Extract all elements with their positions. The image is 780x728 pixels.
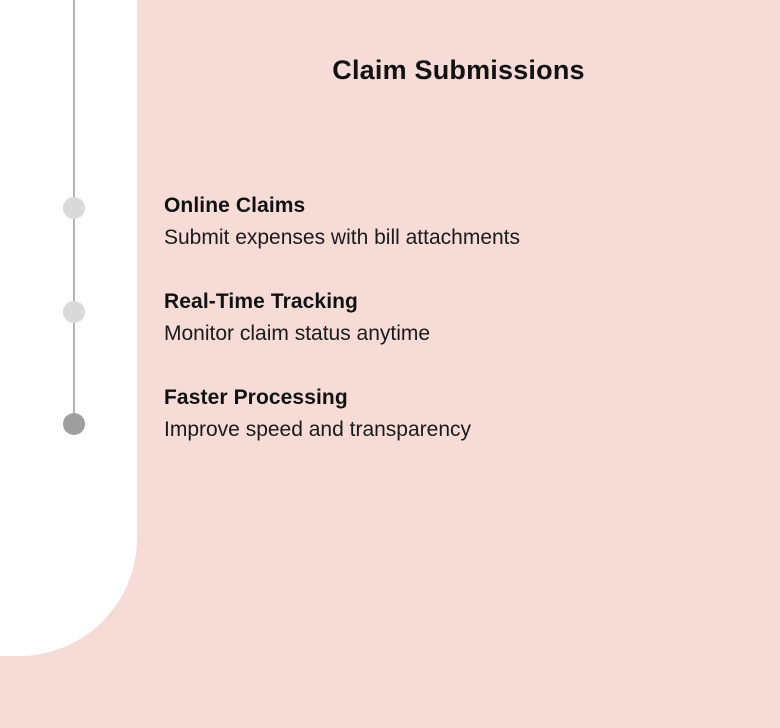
timeline-dot-faster-processing[interactable] bbox=[63, 413, 85, 435]
content-area: Claim Submissions Online Claims Submit e… bbox=[137, 0, 780, 728]
page-title: Claim Submissions bbox=[332, 55, 585, 85]
timeline-dot-online-claims[interactable] bbox=[63, 197, 85, 219]
list-item-title: Online Claims bbox=[164, 194, 306, 217]
list-item: Faster Processing Improve speed and tran… bbox=[164, 384, 760, 444]
left-rail-panel bbox=[0, 0, 137, 656]
list-item-description: Improve speed and transparency bbox=[164, 418, 472, 441]
list-item: Online Claims Submit expenses with bill … bbox=[164, 192, 760, 252]
list-item-description: Monitor claim status anytime bbox=[164, 322, 431, 345]
list-item-description: Submit expenses with bill attachments bbox=[164, 226, 521, 249]
list-item-title: Faster Processing bbox=[164, 386, 348, 409]
timeline-dot-real-time-tracking[interactable] bbox=[63, 301, 85, 323]
list-item: Real-Time Tracking Monitor claim status … bbox=[164, 288, 760, 348]
feature-list: Online Claims Submit expenses with bill … bbox=[164, 192, 760, 444]
list-item-title: Real-Time Tracking bbox=[164, 290, 358, 313]
